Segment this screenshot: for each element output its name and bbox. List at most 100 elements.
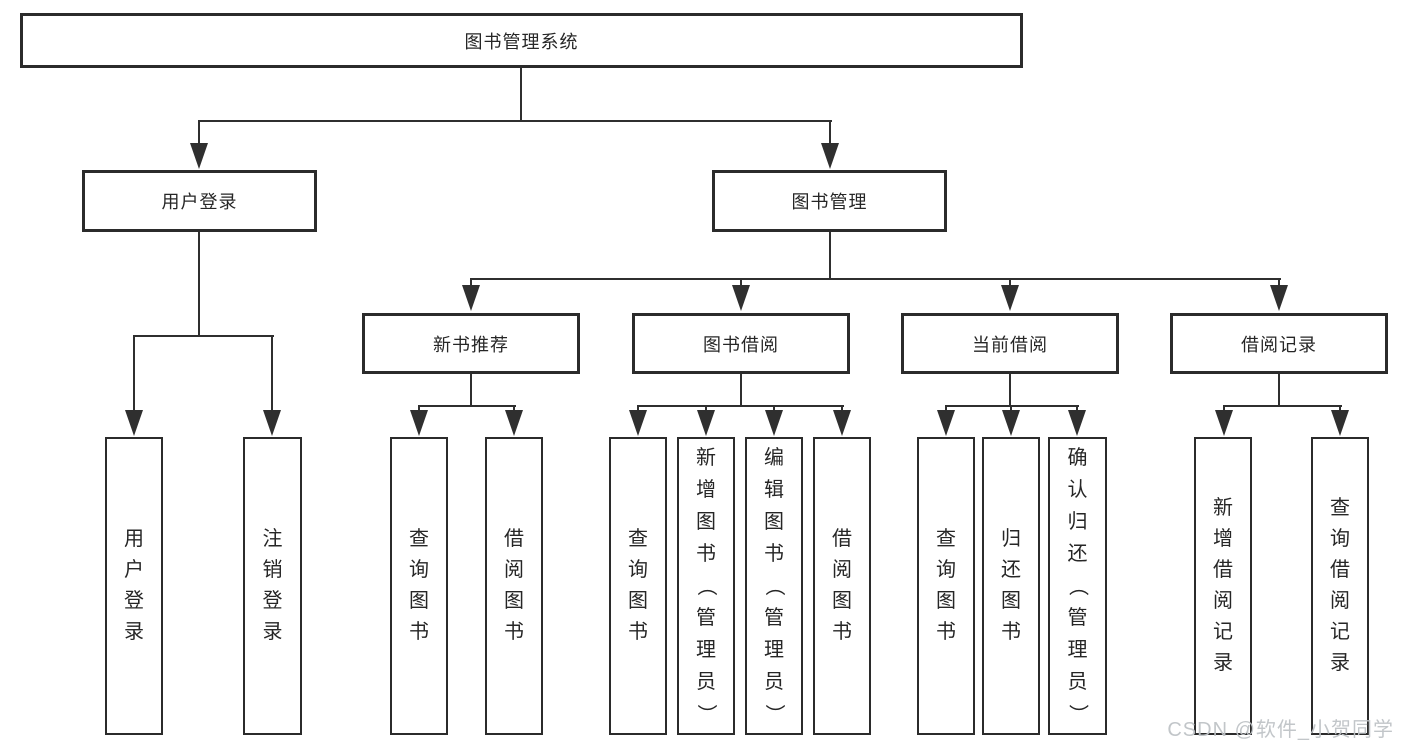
label-char: 查 (1330, 497, 1350, 519)
node-user-login: 用户登录 (82, 170, 317, 232)
leaf-confirm-return-admin: 确认归还（管理员） (1048, 437, 1107, 735)
arrow-shaft (637, 407, 639, 411)
leaf-edit-books-admin: 编辑图书（管理员） (745, 437, 803, 735)
node-label: 查询图书 (392, 439, 446, 733)
arrow-head (732, 285, 750, 311)
label-char: 书 (936, 621, 956, 643)
label-char: 图 (696, 511, 716, 533)
label-char: 记 (1213, 621, 1233, 643)
node-current-borrowing: 当前借阅 (901, 313, 1119, 374)
arrow-head (190, 143, 208, 169)
node-label: 新增借阅记录 (1196, 439, 1250, 733)
label-char: 登 (262, 590, 283, 612)
leaf-return-books: 归还图书 (982, 437, 1040, 735)
arrow-down-icon (1331, 407, 1349, 436)
node-book-borrowing: 图书借阅 (632, 313, 850, 374)
label-char: 书 (832, 621, 852, 643)
node-label: 查询借阅记录 (1313, 439, 1367, 733)
label-char: 借 (504, 528, 524, 550)
arrow-down-icon (125, 337, 143, 436)
label-char: 用 (124, 528, 144, 550)
connector-line (1223, 405, 1342, 407)
leaf-query-books: 查询图书 (917, 437, 975, 735)
label-char: 录 (1213, 652, 1233, 674)
label-char: 确 (1067, 447, 1088, 469)
label-char: 管 (764, 607, 784, 629)
connector-line (945, 405, 1079, 407)
label-char: 归 (1001, 528, 1021, 550)
label-char: 员 (696, 671, 716, 693)
label-char: 查 (936, 528, 956, 550)
arrow-down-icon (697, 407, 715, 436)
arrow-head (1270, 285, 1288, 311)
arrow-down-icon (765, 407, 783, 436)
label-char: （ (695, 576, 717, 596)
arrow-down-icon (462, 280, 480, 311)
label-char: 图 (504, 590, 524, 612)
arrow-head (263, 410, 281, 436)
label-char: 图 (936, 590, 956, 612)
leaf-borrow-books: 借阅图书 (813, 437, 871, 735)
arrow-down-icon (821, 122, 839, 169)
arrow-head (462, 285, 480, 311)
leaf-query-books: 查询图书 (609, 437, 667, 735)
label-char: 书 (764, 543, 784, 565)
label-char: 管 (1067, 607, 1088, 629)
arrow-head (1331, 410, 1349, 436)
arrow-shaft (1278, 280, 1280, 286)
arrow-head (765, 410, 783, 436)
label-char: 增 (1213, 528, 1233, 550)
node-label: 注销登录 (245, 439, 300, 733)
arrow-down-icon (263, 337, 281, 436)
arrow-shaft (198, 122, 200, 144)
arrow-head (697, 410, 715, 436)
label-char: 登 (124, 590, 144, 612)
watermark: CSDN @软件_小贺同学 (1167, 719, 1394, 741)
arrow-shaft (1076, 407, 1078, 411)
node-label: 借阅图书 (815, 439, 869, 733)
arrow-shaft (705, 407, 707, 411)
connector-line (520, 68, 522, 122)
node-label: 用户登录 (161, 192, 238, 212)
label-char: 阅 (1330, 590, 1350, 612)
arrow-down-icon (1068, 407, 1086, 436)
arrow-shaft (1223, 407, 1225, 411)
label-char: 编 (764, 447, 784, 469)
arrow-down-icon (833, 407, 851, 436)
arrow-head (1002, 410, 1020, 436)
arrow-head (1215, 410, 1233, 436)
node-label: 借阅图书 (487, 439, 541, 733)
label-char: 阅 (504, 559, 524, 581)
arrow-shaft (829, 122, 831, 144)
arrow-head (125, 410, 143, 436)
arrow-shaft (740, 280, 742, 286)
label-char: 书 (409, 621, 429, 643)
label-char: 新 (1213, 497, 1233, 519)
label-char: 询 (409, 559, 429, 581)
node-label: 查询图书 (919, 439, 973, 733)
label-char: 理 (1067, 639, 1088, 661)
connector-line (829, 230, 831, 280)
label-char: 理 (696, 639, 716, 661)
label-char: 书 (504, 621, 524, 643)
node-label: 图书管理系统 (464, 31, 579, 52)
connector-line (133, 335, 274, 337)
leaf-add-books-admin: 新增图书（管理员） (677, 437, 735, 735)
label-char: 认 (1067, 479, 1088, 501)
arrow-down-icon (1270, 280, 1288, 311)
node-label: 归还图书 (984, 439, 1038, 733)
label-char: 理 (764, 639, 784, 661)
label-char: 图 (1001, 590, 1021, 612)
arrow-head (821, 143, 839, 169)
arrow-shaft (133, 337, 135, 411)
arrow-down-icon (410, 407, 428, 436)
arrow-down-icon (629, 407, 647, 436)
node-label: 当前借阅 (972, 334, 1048, 355)
connector-line (1278, 372, 1280, 407)
label-char: 书 (628, 621, 648, 643)
label-char: 借 (1330, 559, 1350, 581)
node-label: 图书借阅 (703, 334, 779, 355)
arrow-head (629, 410, 647, 436)
label-char: （ (1066, 576, 1089, 596)
